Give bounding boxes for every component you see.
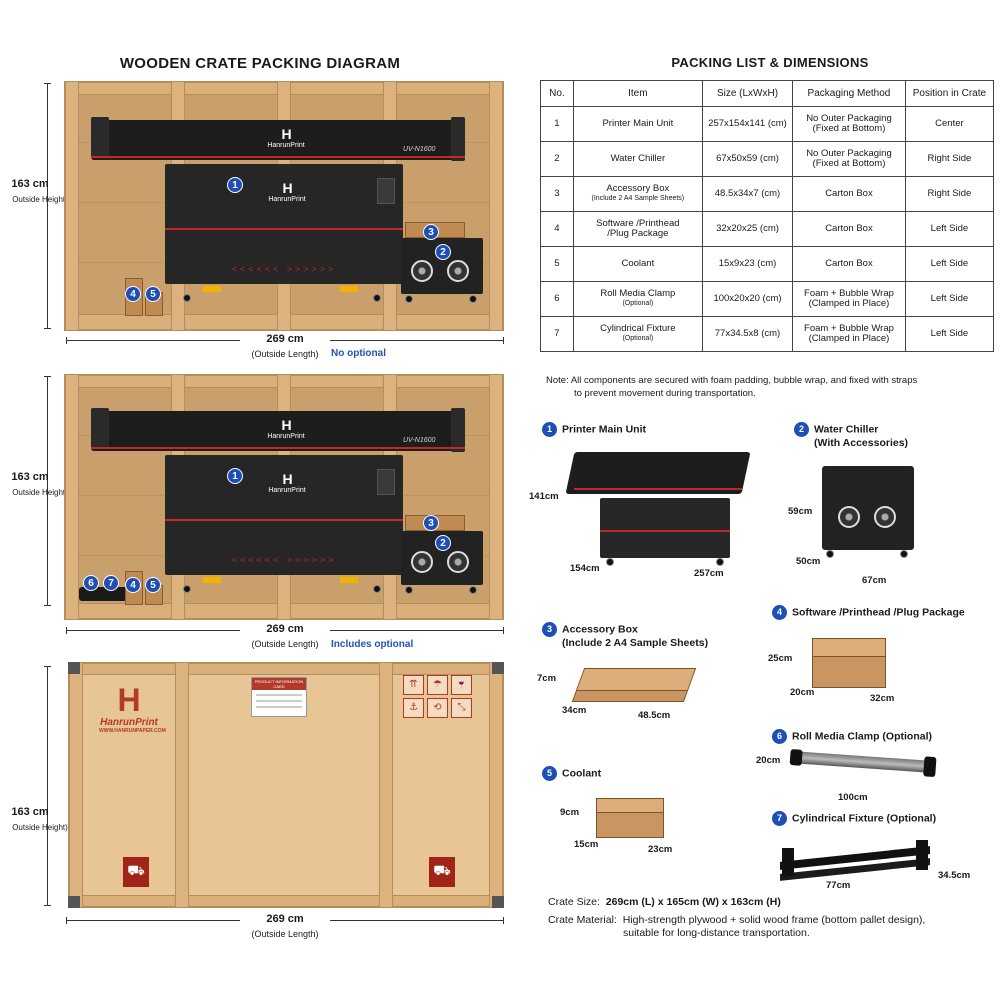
diagram-note-includes-optional: Includes optional: [331, 639, 414, 650]
badge-7: 7: [103, 575, 119, 591]
cylindrical-fixture-illustration: [780, 840, 930, 881]
item-6-length: 100cm: [838, 792, 868, 803]
printer-model: UV-N1600: [403, 146, 436, 153]
height-dimension-line: [44, 666, 51, 906]
coolant-illustration: [596, 798, 664, 838]
badge-5: 5: [145, 577, 161, 593]
packing-list-title: PACKING LIST & DIMENSIONS: [671, 55, 869, 70]
crate-closed: H HanrunPrint WWW.HANRUNPAPER.COM PRODUC…: [68, 662, 504, 908]
printer-illustration: [565, 452, 751, 570]
table-row: 6 Roll Media Clamp(Optional) 100x20x20 (…: [540, 281, 995, 317]
badge-3: 3: [423, 515, 439, 531]
crate-material: Crate Material: High-strength plywood + …: [548, 914, 926, 939]
fragile-icon: 🍷: [451, 675, 472, 695]
height-value: 163 cm: [11, 471, 49, 483]
item-5-height: 9cm: [560, 807, 580, 818]
height-label: Outside Height): [12, 488, 68, 497]
item-2-length: 67cm: [862, 575, 887, 586]
table-row: 3 Accessory Box(Include 2 A4 Sample Shee…: [540, 176, 995, 212]
table-row: 5 Coolant 15x9x23 (cm) Carton Box Left S…: [540, 246, 995, 282]
accessory-box-illustration: [571, 668, 697, 702]
badge-5: 5: [145, 286, 161, 302]
table-header-row: No. Item Size (LxWxH) Packaging Method P…: [540, 80, 995, 107]
height-dimension-line: [44, 83, 51, 329]
item-4-width: 20cm: [790, 687, 815, 698]
badge-1: 1: [227, 177, 243, 193]
item-3-width: 34cm: [562, 705, 587, 716]
item-1-width: 154cm: [570, 563, 600, 574]
badge-4: 4: [125, 286, 141, 302]
packing-note: Note: All components are secured with fo…: [546, 375, 918, 399]
table-row: 7 Cylindrical Fixture(Optional) 77x34.5x…: [540, 316, 995, 352]
item-5-width: 15cm: [574, 839, 599, 850]
product-information-card: PRODUCT INFORMATION CARD: [251, 677, 307, 717]
diagram-note-no-optional: No optional: [331, 348, 386, 359]
length-label: (Outside Length): [251, 349, 319, 359]
height-label: Outside Height): [12, 823, 68, 832]
height-dimension-line: [44, 376, 51, 606]
item-3-length: 48.5cm: [638, 710, 671, 721]
keep-dry-icon: ☂: [427, 675, 448, 695]
badge-2: 2: [435, 535, 451, 551]
badge-3: 3: [423, 224, 439, 240]
item-3-height: 7cm: [537, 673, 557, 684]
badge-2: 2: [435, 244, 451, 260]
this-way-up-icon: ⇈: [403, 675, 424, 695]
brand-logo: H HanrunPrint WWW.HANRUNPAPER.COM: [99, 682, 166, 734]
length-label: (Outside Length): [251, 929, 319, 939]
item-5-length: 23cm: [648, 844, 673, 855]
forklift-icon: ⛟: [429, 857, 455, 887]
crate-size: Crate Size: 269cm (L) x 165cm (W) x 163c…: [548, 896, 781, 908]
height-label: Outside Height): [12, 195, 68, 204]
chiller-illustration: [822, 466, 914, 550]
packing-list-table: No. Item Size (LxWxH) Packaging Method P…: [540, 80, 995, 352]
height-value: 163 cm: [11, 806, 49, 818]
item-1-length: 257cm: [694, 568, 724, 579]
item-4-length: 32cm: [870, 693, 895, 704]
badge-6: 6: [83, 575, 99, 591]
software-package-illustration: [812, 638, 886, 688]
diagram-title: WOODEN CRATE PACKING DIAGRAM: [119, 55, 401, 72]
table-row: 2 Water Chiller 67x50x59 (cm) No Outer P…: [540, 141, 995, 177]
item-7-length: 77cm: [826, 880, 851, 891]
item-4-height: 25cm: [768, 653, 793, 664]
badge-1: 1: [227, 468, 243, 484]
roll-media-clamp-illustration: [789, 748, 937, 778]
handling-symbols: ⇈ ☂ 🍷 ⚓ ⟲ ⤡: [403, 675, 477, 718]
no-hook-icon: ⚓: [403, 698, 424, 718]
item-2-height: 59cm: [788, 506, 813, 517]
item-2-width: 50cm: [796, 556, 821, 567]
forklift-icon: ⛟: [123, 857, 149, 887]
badge-4: 4: [125, 577, 141, 593]
table-row: 4 Software /Printhead/Plug Package 32x20…: [540, 211, 995, 247]
length-label: (Outside Length): [251, 639, 319, 649]
item-1-height: 141cm: [529, 491, 559, 502]
table-row: 1 Printer Main Unit 257x154x141 (cm) No …: [540, 106, 995, 142]
length-value: 269 cm: [240, 333, 330, 345]
length-value: 269 cm: [240, 913, 330, 925]
height-value: 163 cm: [11, 178, 49, 190]
no-tilt-icon: ⤡: [451, 698, 472, 718]
item-6-height: 20cm: [756, 755, 781, 766]
length-value: 269 cm: [240, 623, 330, 635]
no-flip-icon: ⟲: [427, 698, 448, 718]
item-7-width: 34.5cm: [938, 870, 971, 881]
